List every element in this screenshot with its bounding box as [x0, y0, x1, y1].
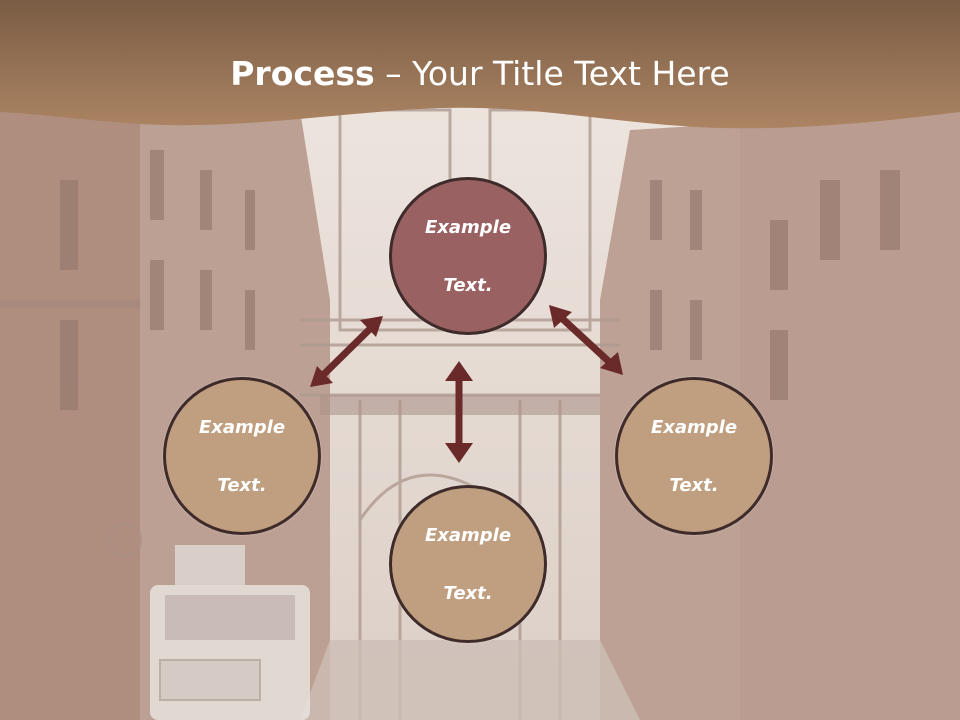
circle-top-line1: Example — [424, 216, 512, 238]
circle-top-line2: Text. — [443, 274, 493, 296]
arrowhead-top-left-2 — [310, 366, 333, 387]
circle-bottom-line1: Example — [424, 524, 512, 546]
title-bold: Process — [230, 54, 375, 93]
circle-left-line1: Example — [198, 416, 286, 438]
circle-bottom-line2: Text. — [443, 582, 493, 604]
title-rest: – Your Title Text Here — [374, 54, 730, 93]
arrowhead-down-2 — [445, 443, 473, 463]
arrowhead-top-right-2 — [600, 352, 623, 375]
arrow-top-left — [315, 317, 382, 383]
circle-right-line2: Text. — [669, 474, 719, 496]
arrowhead-top-right-1 — [549, 305, 572, 328]
slide-title: Process – Your Title Text Here — [0, 52, 960, 96]
circle-right-line1: Example — [650, 416, 738, 438]
header-band — [0, 0, 960, 129]
truck — [150, 545, 310, 720]
arrowhead-down-1 — [445, 361, 473, 381]
arrow-top-right — [550, 307, 621, 373]
arrowhead-top-left-1 — [360, 316, 383, 337]
circle-left-line2: Text. — [217, 474, 267, 496]
